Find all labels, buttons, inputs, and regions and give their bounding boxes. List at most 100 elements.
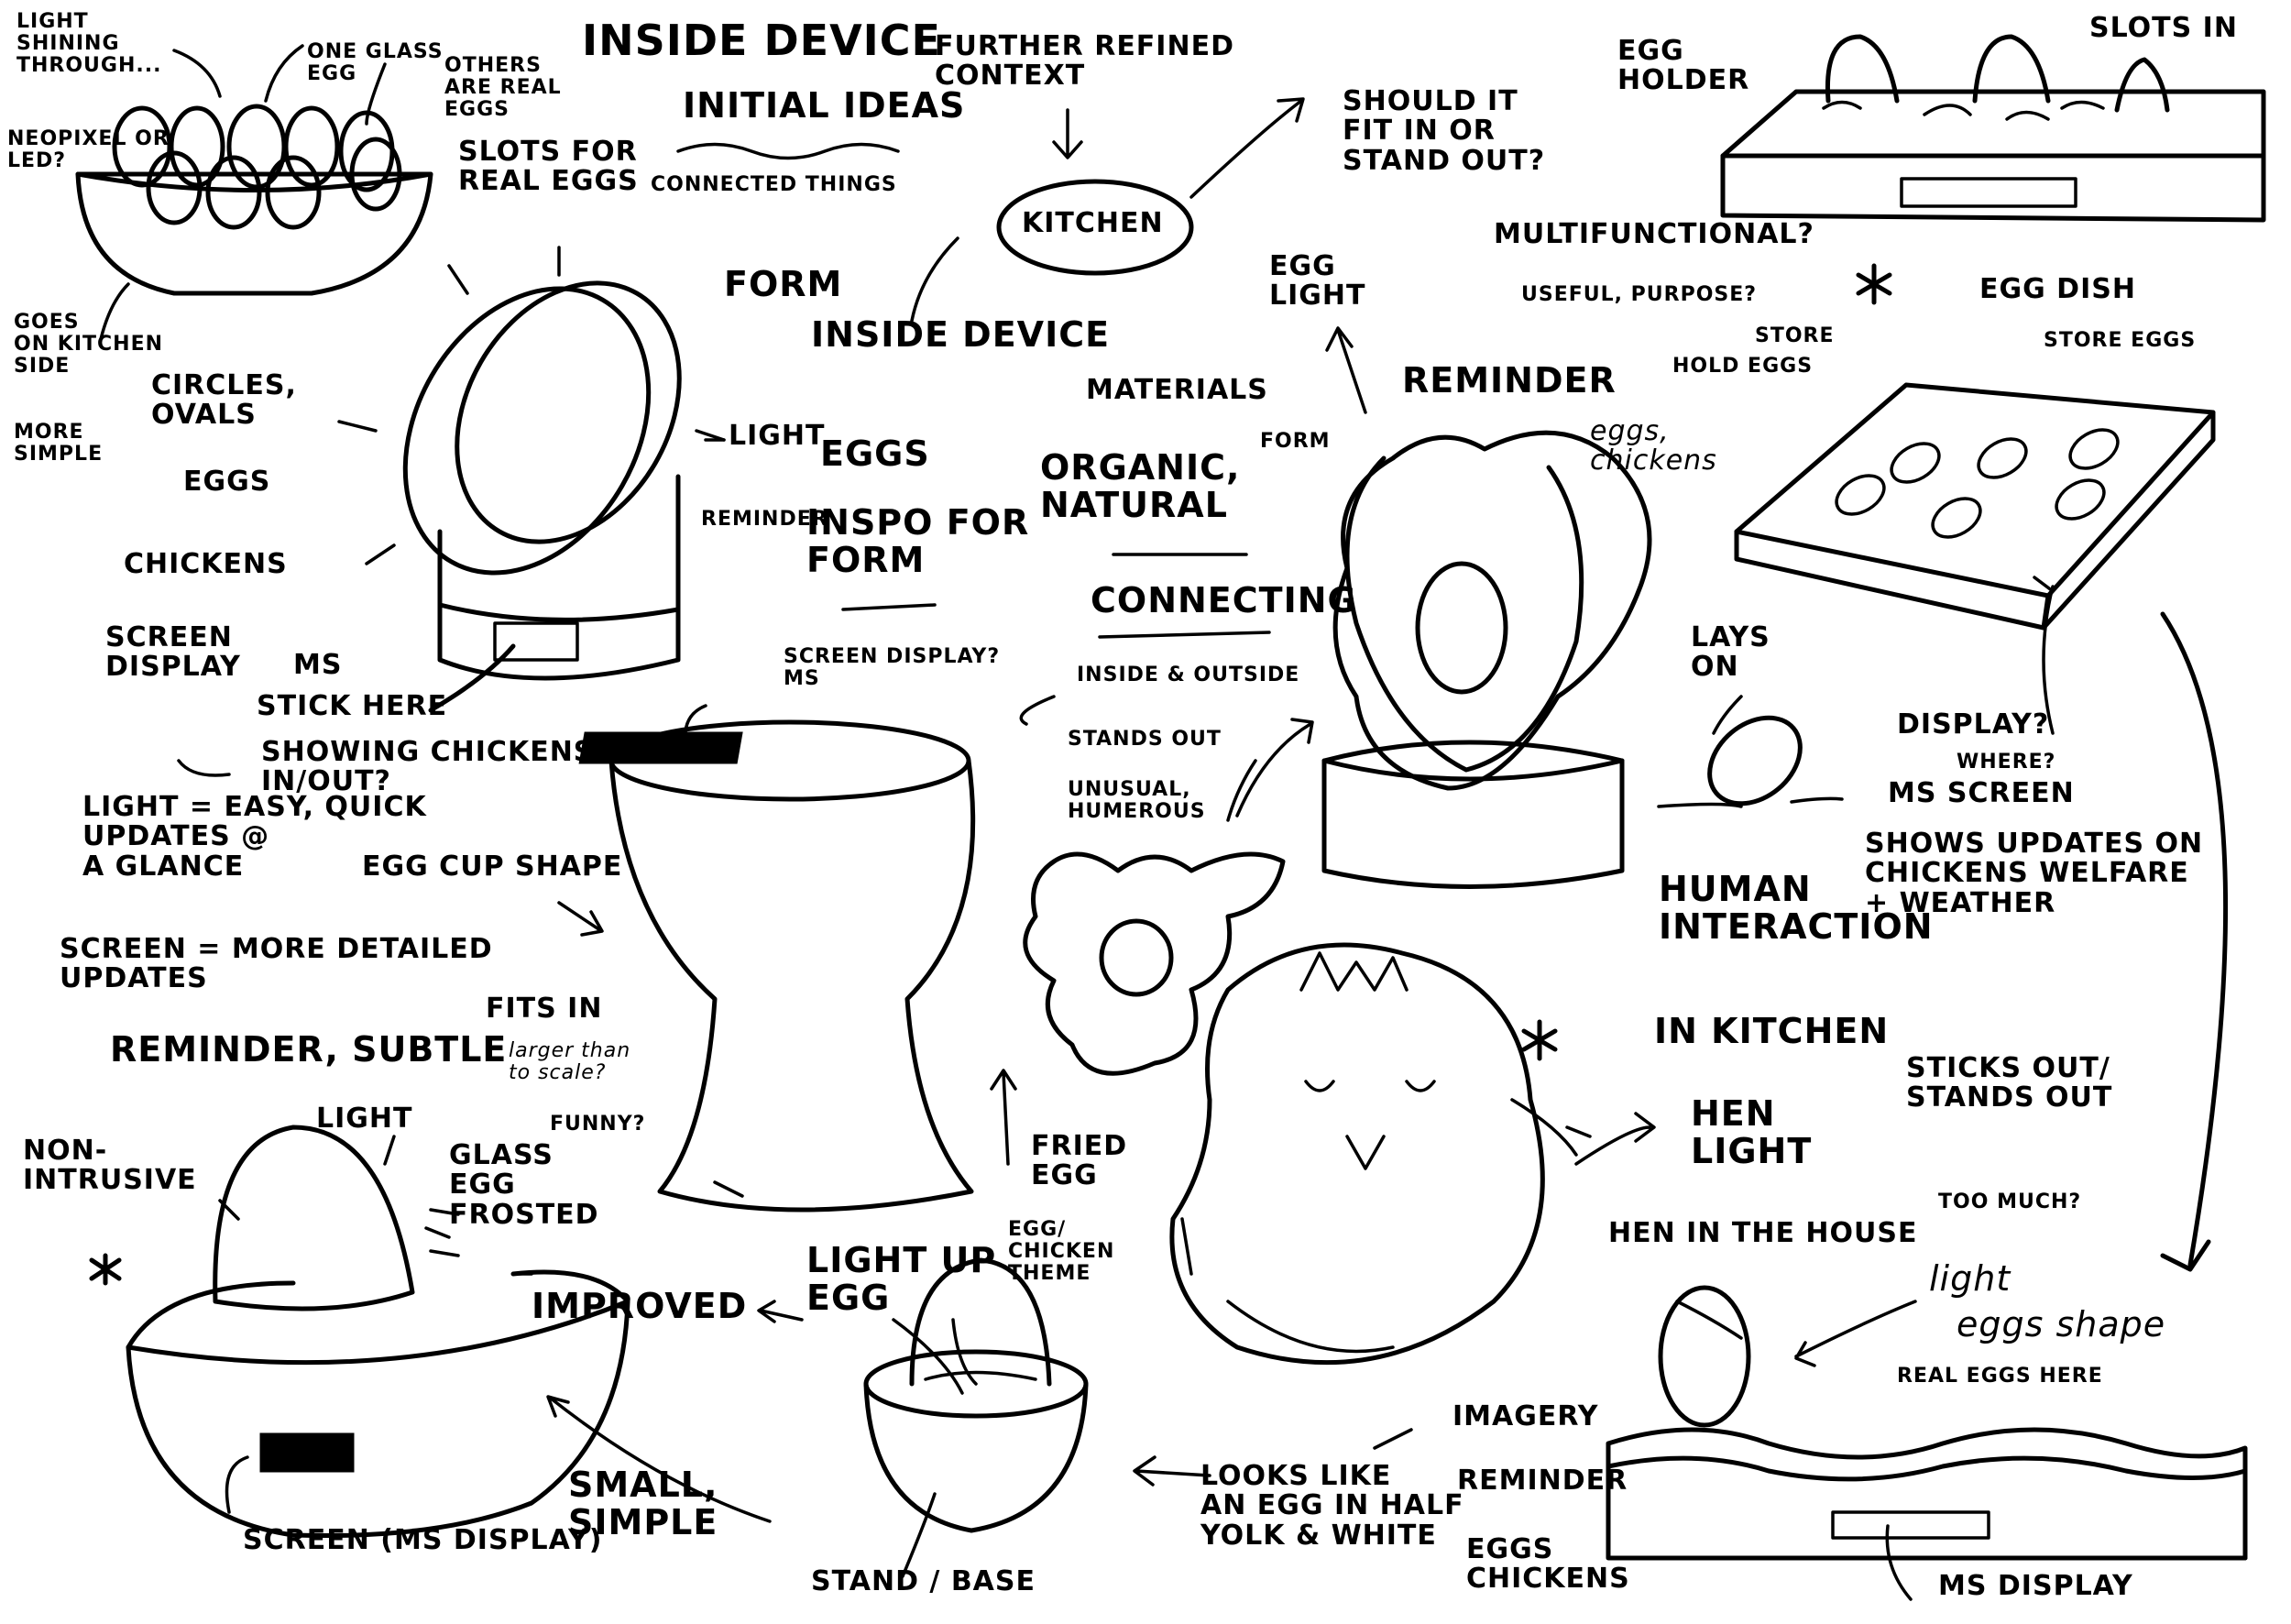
label-imagery: IMAGERY: [1452, 1400, 1599, 1432]
label-inspo-form: INSPO FOR FORM: [806, 502, 1030, 581]
label-screen-ms-display: SCREEN (MS DISPLAY): [243, 1524, 603, 1556]
label-eggs-chickens: eggs, chickens: [1590, 415, 1717, 477]
label-goes-on: GOES ON KITCHEN SIDE: [14, 311, 164, 378]
label-egg-holder: EGG HOLDER: [1617, 35, 1750, 97]
connector-arrows: [177, 97, 2229, 1523]
label-form: FORM: [724, 264, 843, 304]
label-reminder-b: REMINDER: [1457, 1465, 1628, 1497]
label-reminder-small: REMINDER: [701, 508, 828, 531]
label-larger-than: larger than to scale?: [509, 1039, 631, 1084]
label-glass-egg: GLASS EGG FROSTED: [449, 1139, 599, 1231]
label-egg-dish: EGG DISH: [1979, 273, 2136, 305]
underline-connecting: [1098, 631, 1271, 639]
label-store: STORE: [1755, 324, 1835, 347]
label-reminder-subtle: REMINDER, SUBTLE: [110, 1029, 508, 1070]
label-initial-ideas: INITIAL IDEAS: [683, 85, 966, 126]
label-fits-in: FITS IN: [486, 993, 603, 1025]
label-eggs2: EGGS: [183, 466, 271, 498]
label-display-where: DISPLAY?: [1897, 708, 2050, 741]
label-one-glass-egg: ONE GLASS EGG: [307, 40, 444, 85]
label-eggs: EGGS: [820, 433, 930, 474]
label-ms: MS: [293, 649, 343, 681]
egg-in-half-sketch: [863, 1257, 1089, 1578]
label-stand-base: STAND / BASE: [811, 1565, 1036, 1597]
egg-dish-sketch: [1734, 382, 2216, 631]
label-light-shining: LIGHT SHINING THROUGH...: [16, 10, 162, 77]
asterisks: [89, 263, 1892, 1286]
label-too-much: TOO MUCH?: [1938, 1191, 2082, 1213]
label-light-up-egg: LIGHT UP EGG: [806, 1240, 997, 1319]
label-ms-screen: MS SCREEN: [1888, 777, 2075, 809]
egg-cup-sketch: [578, 704, 976, 1213]
label-hen-in-house: HEN IN THE HOUSE: [1608, 1217, 1918, 1249]
fried-egg-sketch: [1023, 759, 1286, 1076]
label-lays-on: LAYS ON: [1691, 621, 1770, 684]
label-more-simple: MORE SIMPLE: [14, 421, 104, 466]
underline-form: [841, 603, 937, 611]
label-slots-real-eggs: SLOTS FOR REAL EGGS: [458, 136, 639, 198]
label-hold-eggs: HOLD EGGS: [1672, 355, 1814, 378]
chick-sketch: [1169, 942, 1592, 1366]
label-small-simple: SMALL, SIMPLE: [568, 1465, 718, 1543]
label-light-easy: LIGHT = EASY, QUICK UPDATES @ a glance: [82, 791, 427, 883]
label-eggs-chickens-b: EGGS CHICKENS: [1466, 1533, 1630, 1596]
label-slots-in: SLOTS IN: [2089, 12, 2238, 44]
label-inside-outside: INSIDE & OUTSIDE: [1077, 664, 1300, 686]
egg-holder-sketch: [1720, 34, 2266, 223]
label-funny: FUNNY?: [550, 1113, 646, 1136]
label-reminder-top: REMINDER: [1402, 360, 1617, 401]
fried-egg-lamp-sketch: [1321, 430, 1652, 889]
label-form-small: FORM: [1260, 430, 1331, 453]
label-shows-updates: SHOWS UPDATES ON CHICKENS WELFARE + WEAT…: [1865, 828, 2204, 919]
label-looks-like: LOOKS LIKE AN EGG IN HALF YOLK & WHITE: [1200, 1460, 1464, 1552]
label-connected-things: CONNECTED THINGS: [651, 173, 897, 196]
egg-base-display-sketch: [1606, 1285, 2248, 1601]
label-real-eggs-here: REAL EGGS HERE: [1897, 1365, 2103, 1388]
label-fried-egg: FRIED EGG: [1031, 1130, 1128, 1192]
label-screen-display-ms: SCREEN DISPLAY? MS: [784, 645, 1001, 690]
label-screen-display: SCREEN DISPLAY: [105, 621, 241, 684]
label-light-r: light: [1929, 1258, 2011, 1299]
label-light: LIGHT: [729, 420, 826, 452]
label-showing-chickens: SHOWING CHICKENS IN/OUT?: [261, 736, 595, 798]
label-materials: MATERIALS: [1086, 374, 1268, 406]
label-further-refined: FURTHER REFINED CONTEXT: [935, 30, 1234, 93]
label-light-bottom: LIGHT: [316, 1103, 413, 1135]
label-egg-light-top: EGG LIGHT: [1269, 250, 1366, 313]
label-non-intrusive: NON- INTRUSIVE: [23, 1135, 197, 1197]
label-others-real: OTHERS ARE REAL EGGS: [444, 54, 562, 121]
label-kitchen: KITCHEN: [1022, 207, 1164, 239]
wavy-underline: [676, 142, 900, 160]
label-inside-device-title: INSIDE DEVICE: [582, 16, 941, 65]
label-improved: IMPROVED: [532, 1286, 748, 1326]
label-where: WHERE?: [1957, 751, 2056, 774]
label-stands-out: STANDS OUT: [1068, 728, 1222, 751]
label-chickens: CHICKENS: [124, 548, 288, 580]
label-screen-more: SCREEN = MORE DETAILED UPDATES: [60, 933, 493, 995]
label-eggs-shape: eggs shape: [1957, 1304, 2166, 1344]
egg-bowl-sketch: [75, 44, 433, 341]
label-neopixel: NEOPIXEL OR LED?: [7, 127, 170, 172]
small-egg-sketch: [1657, 695, 1844, 808]
label-unusual: UNUSUAL, HUMEROUS: [1068, 778, 1206, 823]
label-organic-natural: ORGANIC, NATURAL: [1040, 447, 1241, 526]
label-should-fit: SHOULD IT FIT IN OR STAND OUT?: [1343, 85, 1546, 177]
tilted-oval-lamp-sketch: [337, 246, 726, 713]
label-egg-cup-shape: EGG CUP SHAPE: [362, 850, 623, 883]
label-hen-light: HEN LIGHT: [1691, 1093, 1813, 1172]
label-stick-here: STICK HERE: [257, 690, 448, 722]
label-store-eggs: STORE EGGS: [2044, 329, 2197, 352]
label-connecting: CONNECTING: [1091, 580, 1357, 620]
label-in-kitchen: IN KITCHEN: [1654, 1011, 1890, 1051]
label-circles-ovals: CIRCLES, OVALS: [151, 369, 297, 432]
label-useful-purpose: USEFUL, PURPOSE?: [1521, 283, 1758, 306]
label-ms-display: MS DISPLAY: [1938, 1570, 2133, 1602]
label-inside-device: INSIDE DEVICE: [811, 314, 1111, 355]
kitchen-ellipse: [996, 179, 1194, 276]
label-multifunctional: MULTIFUNCTIONAL?: [1494, 218, 1814, 250]
label-sticks-out: STICKS OUT/ STANDS OUT: [1906, 1052, 2113, 1114]
label-human-interaction: HUMAN INTERACTION: [1659, 869, 1934, 948]
label-egg-chicken-theme: EGG/ CHICKEN THEME: [1008, 1218, 1115, 1285]
